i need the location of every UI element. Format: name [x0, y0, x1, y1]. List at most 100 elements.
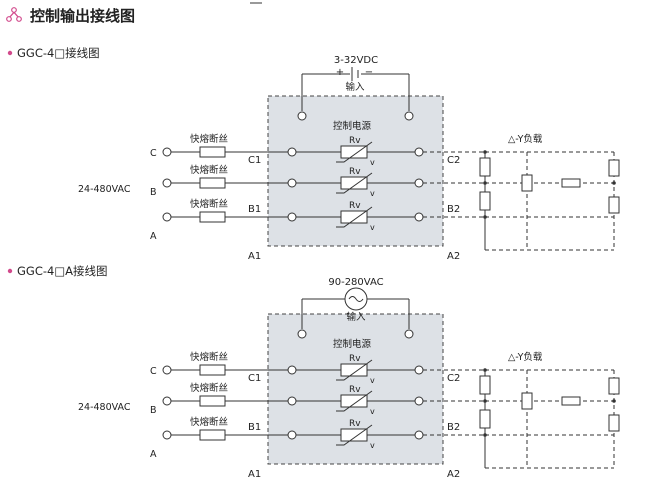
v-mark: v [370, 441, 375, 450]
varistor-slash [336, 390, 373, 412]
controller-box [267, 95, 444, 247]
v-mark: v [370, 223, 375, 232]
terminal-label-in: C1 [248, 155, 261, 166]
resistor-icon [521, 174, 533, 192]
terminal [287, 430, 297, 440]
rv-label: Rv [349, 419, 361, 429]
header: 控制输出接线图 [6, 2, 262, 25]
minus-sign: − [365, 67, 373, 78]
rv-label: Rv [349, 201, 361, 211]
resistor-icon [561, 396, 581, 406]
terminal-label-out: C2 [447, 373, 460, 384]
fuse-label: 快熔断丝 [190, 198, 228, 210]
rv-label: Rv [349, 136, 361, 146]
fuse-label: 快熔断丝 [190, 351, 228, 363]
network-icon [6, 7, 22, 22]
varistor-slash [336, 424, 373, 446]
load-label: △-Y负载 [508, 351, 543, 363]
terminal [287, 396, 297, 406]
phase-label: B [150, 187, 157, 198]
terminal [414, 396, 424, 406]
fuse-icon [199, 146, 226, 158]
voltage-label: 24-480VAC [78, 402, 131, 413]
voltage-label: 24-480VAC [78, 184, 131, 195]
input-terminal [162, 147, 172, 157]
control-power-label: 控制电源 [333, 120, 372, 132]
resistor-icon [479, 157, 491, 177]
terminal-label-in: C1 [248, 373, 261, 384]
input-terminal [162, 365, 172, 375]
phase-label: A [150, 231, 157, 242]
varistor-slash [336, 172, 373, 194]
input-label: 输入 [346, 311, 366, 323]
input-voltage-label: 90-280VAC [328, 277, 383, 288]
corner-right-label: A2 [447, 251, 460, 262]
input-label: 输入 [345, 81, 365, 93]
phase-label: B [150, 405, 157, 416]
fuse-label: 快熔断丝 [190, 133, 228, 145]
terminal [404, 329, 414, 339]
v-mark: v [370, 189, 375, 198]
sine-wave-icon [348, 296, 364, 302]
bullet-icon [7, 50, 13, 56]
resistor-icon [521, 392, 533, 410]
plus-sign: + [336, 67, 344, 78]
v-mark: v [370, 407, 375, 416]
fuse-icon [199, 364, 226, 376]
varistor-slash [336, 359, 373, 381]
rv-label: Rv [349, 167, 361, 177]
terminal [414, 365, 424, 375]
v-mark: v [370, 158, 375, 167]
terminal [414, 178, 424, 188]
input-terminal [162, 212, 172, 222]
v-mark: v [370, 376, 375, 385]
terminal [297, 111, 307, 121]
fuse-icon [199, 429, 226, 441]
phase-label: C [150, 148, 157, 159]
terminal [287, 147, 297, 157]
fuse-icon [199, 395, 226, 407]
phase-label: A [150, 449, 157, 460]
section-heading: GGC-4□接线图 [17, 46, 100, 60]
corner-left-label: A1 [248, 469, 261, 480]
fuse-icon [199, 177, 226, 189]
terminal [287, 365, 297, 375]
bullet-icon [7, 268, 13, 274]
junction [612, 399, 616, 403]
page-title: 控制输出接线图 [30, 7, 135, 25]
resistor-icon [608, 196, 620, 214]
corner-left-label: A1 [248, 251, 261, 262]
terminal-label-out: B2 [447, 204, 460, 215]
terminal [414, 147, 424, 157]
resistor-icon [479, 375, 491, 395]
load-label: △-Y负载 [508, 133, 543, 145]
resistor-icon [608, 159, 620, 177]
varistor-slash [336, 206, 373, 228]
input-terminal [162, 396, 172, 406]
terminal [404, 111, 414, 121]
terminal [297, 329, 307, 339]
rv-label: Rv [349, 354, 361, 364]
terminal [287, 212, 297, 222]
resistor-icon [561, 178, 581, 188]
control-power-label: 控制电源 [333, 338, 372, 350]
terminal-label-in: B1 [248, 422, 261, 433]
terminal [414, 212, 424, 222]
rv-label: Rv [349, 385, 361, 395]
terminal-label-out: B2 [447, 422, 460, 433]
terminal [287, 178, 297, 188]
corner-right-label: A2 [447, 469, 460, 480]
resistor-icon [479, 191, 491, 211]
terminal-label-in: B1 [248, 204, 261, 215]
terminal [414, 430, 424, 440]
resistor-icon [608, 414, 620, 432]
varistor-slash [336, 141, 373, 163]
terminal-label-out: C2 [447, 155, 460, 166]
input-terminal [162, 178, 172, 188]
phase-label: C [150, 366, 157, 377]
input-voltage-label: 3-32VDC [334, 55, 378, 66]
resistor-icon [608, 377, 620, 395]
